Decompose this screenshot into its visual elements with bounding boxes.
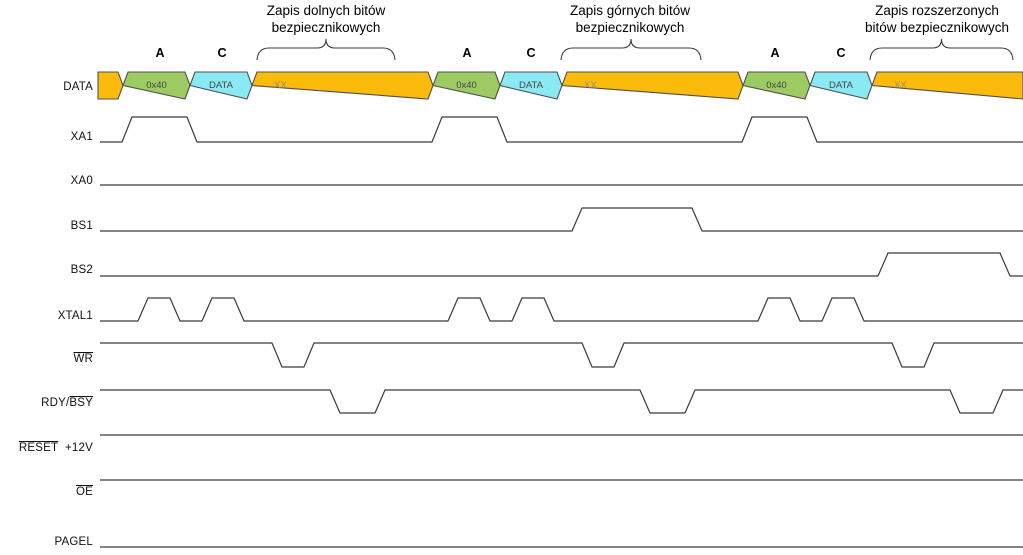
signal-wave-BS1 — [100, 207, 1023, 232]
signal-wave-BS2 — [100, 252, 1023, 277]
group3-phase-a-label: A — [770, 46, 780, 60]
group3-caption: Zapis rozszerzonych bitów bezpiecznikowy… — [787, 3, 1023, 36]
bus-segment — [251, 71, 434, 100]
group-brace — [256, 38, 396, 61]
bus-segment — [189, 71, 253, 100]
group3-phase-c-label: C — [836, 46, 846, 60]
caption-line2: bitów bezpiecznikowych — [864, 19, 1010, 35]
caption-line2: bezpiecznikowych — [575, 19, 685, 35]
group2-caption: Zapis górnych bitów bezpiecznikowych — [480, 3, 780, 36]
group1-caption: Zapis dolnych bitów bezpiecznikowych — [176, 3, 476, 36]
signal-wave-XTAL1 — [100, 297, 1023, 322]
bus-segment — [499, 71, 563, 100]
bus-segment — [742, 71, 811, 100]
group1-phase-a-label: A — [155, 46, 165, 60]
group2-phase-a-label: A — [462, 46, 472, 60]
signal-wave-XA1 — [100, 116, 1023, 143]
group2-phase-c-label: C — [526, 46, 536, 60]
caption-line1: Zapis górnych bitów — [569, 3, 691, 18]
signal-wave-RDY-BSY — [100, 389, 1023, 414]
group-brace — [869, 38, 1014, 61]
bus-segment — [97, 71, 124, 100]
group1-phase-c-label: C — [217, 46, 227, 60]
group-brace — [560, 38, 702, 61]
bus-segment — [809, 71, 873, 100]
signal-wave-WR — [100, 342, 1023, 368]
bus-segment — [122, 71, 191, 100]
caption-line2: bezpiecznikowych — [271, 19, 381, 35]
bus-segment — [432, 71, 501, 100]
caption-line1: Zapis dolnych bitów — [266, 3, 386, 18]
bus-segment — [871, 71, 1023, 100]
caption-line1: Zapis rozszerzonych — [875, 3, 999, 18]
bus-segment — [561, 71, 744, 100]
